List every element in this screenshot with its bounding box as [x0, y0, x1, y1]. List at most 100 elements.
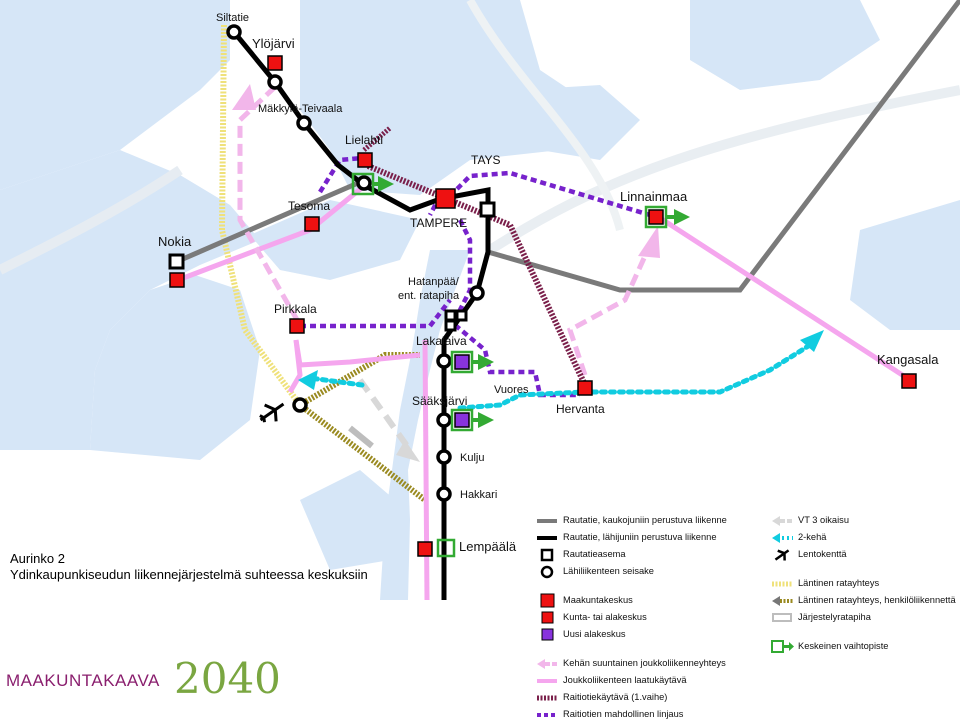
label-hakkari: Hakkari: [460, 489, 497, 501]
rail-long-swatch: [537, 519, 557, 523]
city-center-swatch: [540, 593, 555, 608]
legend-label: Läntinen ratayhteys, henkilöliikennettä: [798, 595, 956, 605]
legend-item-quality-corridor: Joukkoliikenteen laatukäytävä: [535, 672, 765, 689]
legend-gap: [535, 580, 765, 592]
stop-swatch: [540, 565, 554, 579]
label-kulju: Kulju: [460, 452, 484, 464]
legend-label: Rautatie, lähijuniin perustuva liikenne: [563, 532, 717, 542]
legend-label: Raitiotien mahdollinen linjaus: [563, 709, 684, 719]
map-caption: Aurinko 2 Ydinkaupunkiseudun liikennejär…: [10, 551, 368, 583]
legend-label: Lentokenttä: [798, 549, 847, 559]
brand-year: 2040: [174, 654, 281, 703]
label-lempaala: Lempäälä: [459, 539, 517, 554]
legend-label: VT 3 oikaisu: [798, 515, 849, 525]
legend-item-rail-yard: Järjestelyratapiha: [770, 609, 960, 626]
legend-item-ring2: 2-kehä: [770, 529, 960, 546]
brand-name: MAAKUNTAKAAVA: [6, 671, 160, 690]
west-rail-swatch: [772, 581, 792, 587]
label-saaksjarvi: Sääksjärvi: [412, 394, 467, 408]
lempaala-interchange: [436, 538, 456, 558]
legend-label: Järjestelyratapiha: [798, 612, 871, 622]
rail-yard-swatch: [772, 613, 792, 622]
label-hatanpaa-2: ent. ratapiha: [398, 290, 460, 302]
map-background: [0, 0, 960, 600]
airplane-icon: [259, 402, 285, 423]
legend-gap: [535, 643, 765, 655]
label-pirkkala: Pirkkala: [274, 302, 317, 316]
label-makkyla: Mäkkylä-Teivaala: [258, 103, 343, 115]
cross-link-swatch: [537, 659, 558, 669]
legend-label: Lähiliikenteen seisake: [563, 566, 654, 576]
rail-yard-link: [347, 378, 420, 462]
sub-center-swatch: [541, 611, 554, 624]
legend-label: Keskeinen vaihtopiste: [798, 641, 889, 651]
airplane-icon: [774, 549, 790, 561]
cross-links: [237, 85, 653, 376]
legend-item-stop: Lähiliikenteen seisake: [535, 563, 765, 580]
legend-label: Kunta- tai alakeskus: [563, 612, 647, 622]
label-tampere: TAMPERE: [410, 216, 467, 230]
label-lakalaiva: Lakalaiva: [416, 334, 467, 348]
legend-gap: [770, 626, 960, 638]
legend-label: 2-kehä: [798, 532, 827, 542]
legend-item-cross-link: Kehän suuntainen joukkoliikenneyhteys: [535, 655, 765, 672]
legend-item-west-rail: Läntinen ratayhteys: [770, 575, 960, 592]
interchange-swatch: [771, 640, 794, 653]
ring2-swatch: [772, 533, 793, 543]
label-linnainmaa: Linnainmaa: [620, 189, 688, 204]
label-hatanpaa-1: Hatanpää/: [408, 276, 460, 288]
legend-right: VT 3 oikaisu 2-kehä Lentokenttä Läntinen…: [770, 512, 960, 655]
tram-phase1-swatch: [537, 695, 557, 701]
label-kangasala: Kangasala: [877, 352, 939, 367]
stops: [226, 24, 485, 502]
legend-label: Maakuntakeskus: [563, 595, 633, 605]
tram-possible-swatch: [537, 713, 557, 717]
rail-stations: [168, 201, 496, 332]
legend-label: Läntinen ratayhteys: [798, 578, 880, 588]
legend-left: Rautatie, kaukojuniin perustuva liikenne…: [535, 512, 765, 720]
legend-label: Rautatie, kaukojuniin perustuva liikenne: [563, 515, 727, 525]
legend-item-rail-long: Rautatie, kaukojuniin perustuva liikenne: [535, 512, 765, 529]
quality-corridor-swatch: [537, 679, 557, 683]
caption-title: Aurinko 2: [10, 551, 65, 566]
label-vuores: Vuores: [494, 384, 529, 396]
legend-item-airport: Lentokenttä: [770, 546, 960, 563]
cross-link-arrowheads: [232, 84, 660, 258]
rail-local-swatch: [537, 536, 557, 540]
legend-item-city-center: Maakuntakeskus: [535, 592, 765, 609]
caption-subtitle: Ydinkaupunkiseudun liikennejärjestelmä s…: [10, 567, 368, 582]
label-hervanta: Hervanta: [556, 402, 605, 416]
legend-label: Raitiotiekäytävä (1.vaihe): [563, 692, 668, 702]
local-rail: [232, 30, 491, 600]
legend-item-tram-phase1: Raitiotiekäytävä (1.vaihe): [535, 689, 765, 706]
legend-item-sub-center: Kunta- tai alakeskus: [535, 609, 765, 626]
legend-item-new-center: Uusi alakeskus: [535, 626, 765, 643]
centers: [169, 55, 917, 557]
legend-item-vt3: VT 3 oikaisu: [770, 512, 960, 529]
label-siltatie: Siltatie: [216, 12, 249, 24]
west-rail-link: [218, 24, 427, 503]
label-tays: TAYS: [471, 153, 501, 167]
legend-label: Kehän suuntainen joukkoliikenneyhteys: [563, 658, 726, 668]
label-tesoma: Tesoma: [288, 199, 330, 213]
interchange-arrows: [373, 176, 690, 428]
legend-label: Rautatieasema: [563, 549, 626, 559]
label-ylojarvi: Ylöjärvi: [252, 36, 295, 51]
legend-label: Uusi alakeskus: [563, 629, 626, 639]
west-rail-passenger-swatch: [772, 596, 793, 606]
label-lielahti: Lielahti: [345, 133, 383, 147]
station-swatch: [540, 548, 554, 562]
legend-item-station: Rautatieasema: [535, 546, 765, 563]
legend-item-rail-local: Rautatie, lähijuniin perustuva liikenne: [535, 529, 765, 546]
vt3-swatch: [772, 516, 793, 526]
legend-gap: [770, 563, 960, 575]
tram-phase1: [362, 126, 588, 387]
legend-item-west-rail-passenger: Läntinen ratayhteys, henkilöliikennettä: [770, 592, 960, 609]
label-nokia: Nokia: [158, 234, 192, 249]
legend-item-tram-possible: Raitiotien mahdollinen linjaus: [535, 706, 765, 720]
tram-possible-lines: [300, 155, 651, 398]
new-center-swatch: [541, 628, 554, 641]
legend-label: Joukkoliikenteen laatukäytävä: [563, 675, 687, 685]
